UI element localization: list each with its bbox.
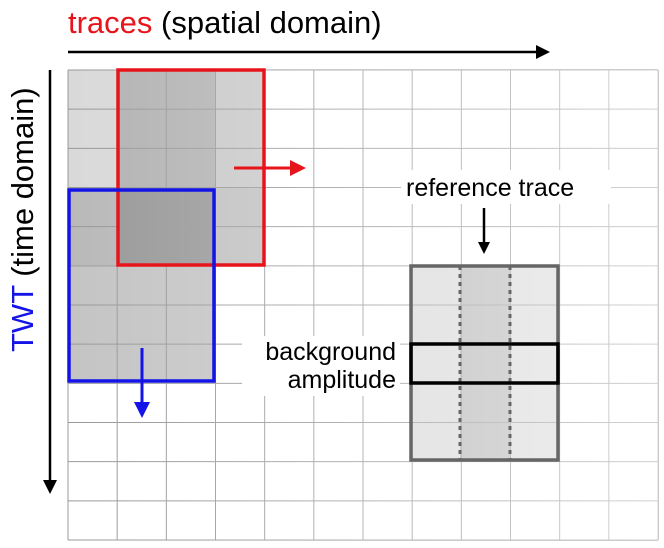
background-amplitude-line2: amplitude [288,366,396,394]
reference-label-bg [401,170,611,204]
reference-trace-label: reference trace [406,174,574,202]
fade-overlay [68,70,658,540]
background-amplitude-line1: background [265,338,396,366]
reference-pointer-arrowhead [478,242,490,254]
twt-word: TWT [5,285,40,352]
time-axis-arrowhead [43,480,57,494]
spatial-axis-arrowhead [536,45,550,59]
background-label-bg [242,336,400,396]
blue-move-arrowhead [134,402,150,418]
red-move-arrowhead [290,160,306,176]
time-axis-label: TWT (time domain) [5,87,40,352]
spatial-domain-text: (spatial domain) [152,5,381,40]
time-domain-text: (time domain) [5,87,40,285]
traces-word: traces [68,5,152,40]
spatial-axis-label: traces (spatial domain) [68,5,382,40]
background-amplitude-row [409,342,560,385]
